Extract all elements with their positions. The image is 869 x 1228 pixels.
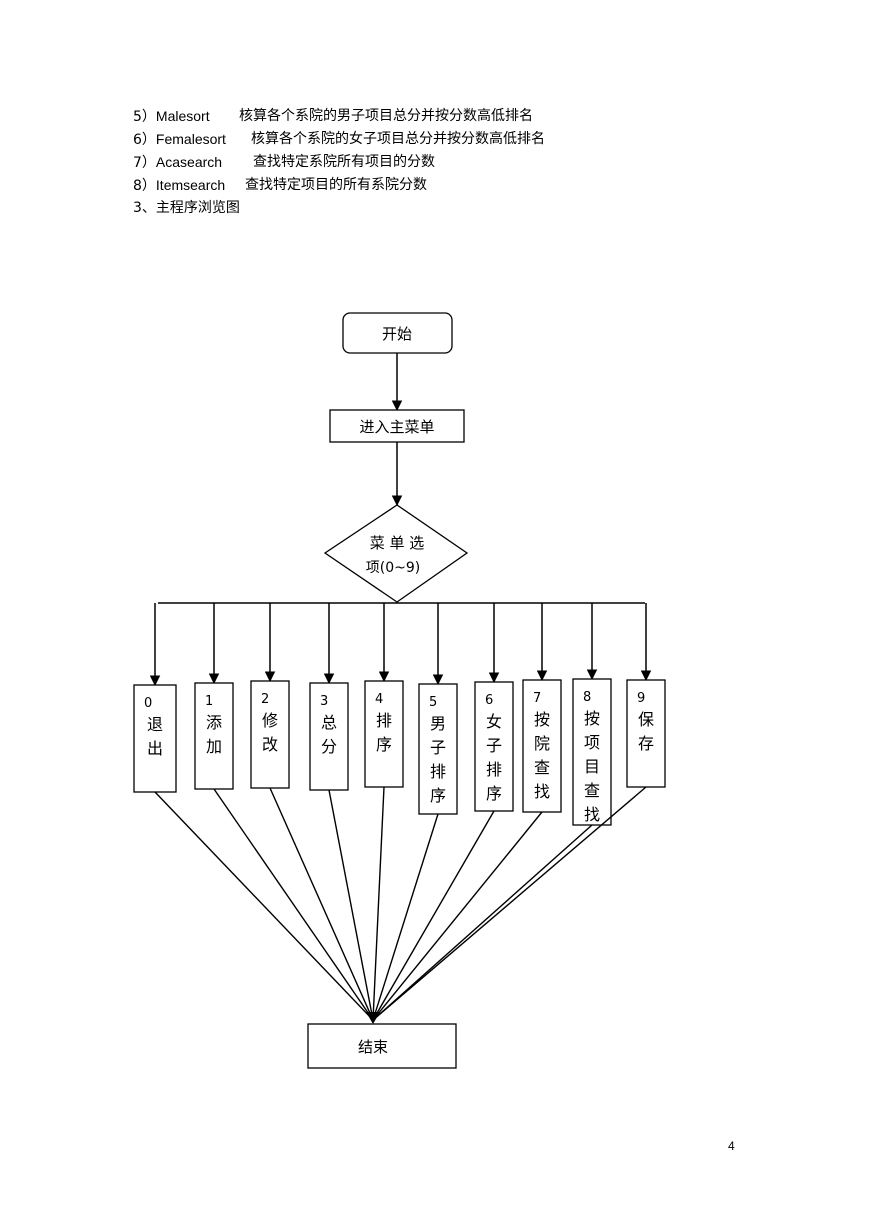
option-number: 8 [583,690,591,705]
connector-option-8-to-end [372,824,593,1021]
list-item-femalesort: 6）Femalesort 核算各个系院的女子项目总分并按分数高低排名 [133,128,545,150]
option-label-char: 找 [584,805,600,824]
option-box-9 [626,679,666,788]
option-label-char: 排 [376,711,392,730]
command-description: 核算各个系院的男子项目总分并按分数高低排名 [239,108,533,124]
option-number: 0 [144,696,152,711]
option-label-char: 排 [430,762,446,781]
main-menu-label: 进入主菜单 [359,418,434,436]
option-box-8 [572,678,612,826]
list-item-number: 5） [133,109,156,125]
section-heading: 3、主程序浏览图 [133,200,240,216]
option-number: 7 [533,691,541,706]
option-number: 3 [320,694,328,709]
decision-node [323,504,469,603]
option-label-char: 存 [638,734,654,753]
option-label-char: 子 [430,738,446,757]
command-name: Femalesort [155,131,226,147]
list-item-number: 6） [133,132,156,148]
connector-option-2-to-end [269,787,374,1021]
start-node-label: 开始 [382,325,412,343]
connector-option-6-to-end [372,810,495,1021]
option-label-char: 查 [584,781,600,800]
option-label-char: 查 [534,758,550,777]
decision-label-line1: 菜 单 选 [370,534,425,552]
option-label-char: 退 [147,715,163,734]
option-box-2 [250,680,290,789]
option-label-char: 排 [486,760,502,779]
option-label-char: 序 [376,735,392,754]
option-box-5 [418,683,458,815]
option-label-char: 修 [262,711,278,730]
option-label-char: 女 [486,712,502,731]
option-label-char: 院 [534,734,550,753]
option-label-char: 按 [584,709,600,728]
option-label-char: 保 [638,710,654,729]
command-description: 核算各个系院的女子项目总分并按分数高低排名 [251,131,545,147]
option-label-char: 添 [206,713,222,732]
list-item-acasearch: 7）Acasearch 查找特定系院所有项目的分数 [133,151,435,173]
option-box-0 [133,684,177,793]
option-number: 9 [637,691,645,706]
option-label-char: 总 [321,713,337,732]
option-box-3 [309,682,349,791]
connector-option-3-to-end [328,789,374,1021]
option-label-char: 序 [430,786,446,805]
option-number: 4 [375,692,383,707]
option-label-char: 出 [147,739,163,758]
connector-option-4-to-end [372,786,385,1021]
option-label-char: 按 [534,710,550,729]
list-item-number: 7） [133,155,156,171]
option-box-1 [194,682,234,790]
end-node [307,1023,457,1069]
connector-option-5-to-end [372,813,439,1021]
list-item-itemsearch: 8）Itemsearch 查找特定项目的所有系院分数 [133,174,427,196]
main-menu-node [329,409,465,443]
end-arrowhead [366,1012,380,1024]
option-label-char: 子 [486,736,502,755]
decision-label-line2: 项(0~9) [366,560,420,576]
option-number: 2 [261,692,269,707]
option-label-char: 序 [486,784,502,803]
command-name: Acasearch [155,154,223,170]
option-label-char: 加 [206,737,222,756]
option-label-char: 目 [584,757,600,776]
option-box-6 [474,681,514,812]
option-number: 6 [485,693,493,708]
option-number: 5 [429,695,437,710]
option-label-char: 项 [584,733,600,752]
command-name: Malesort [155,108,210,124]
connector-option-9-to-end [372,786,647,1021]
command-name: Itemsearch [155,177,226,193]
connector-option-7-to-end [372,811,543,1021]
option-box-7 [522,679,562,813]
option-number: 1 [205,694,213,709]
list-item-malesort: 5）Malesort 核算各个系院的男子项目总分并按分数高低排名 [133,105,533,127]
command-description: 查找特定系院所有项目的分数 [253,154,435,170]
option-label-char: 分 [321,737,337,756]
command-description: 查找特定项目的所有系院分数 [245,177,427,193]
option-label-char: 改 [262,735,278,754]
connector-option-1-to-end [213,788,374,1021]
list-item-number: 8） [133,178,156,194]
option-label-char: 男 [430,714,446,733]
page-number: 4 [728,1139,735,1153]
option-label-char: 找 [534,782,550,801]
connector-option-0-to-end [154,791,374,1021]
option-box-4 [364,680,404,788]
end-node-label: 结束 [358,1038,388,1056]
